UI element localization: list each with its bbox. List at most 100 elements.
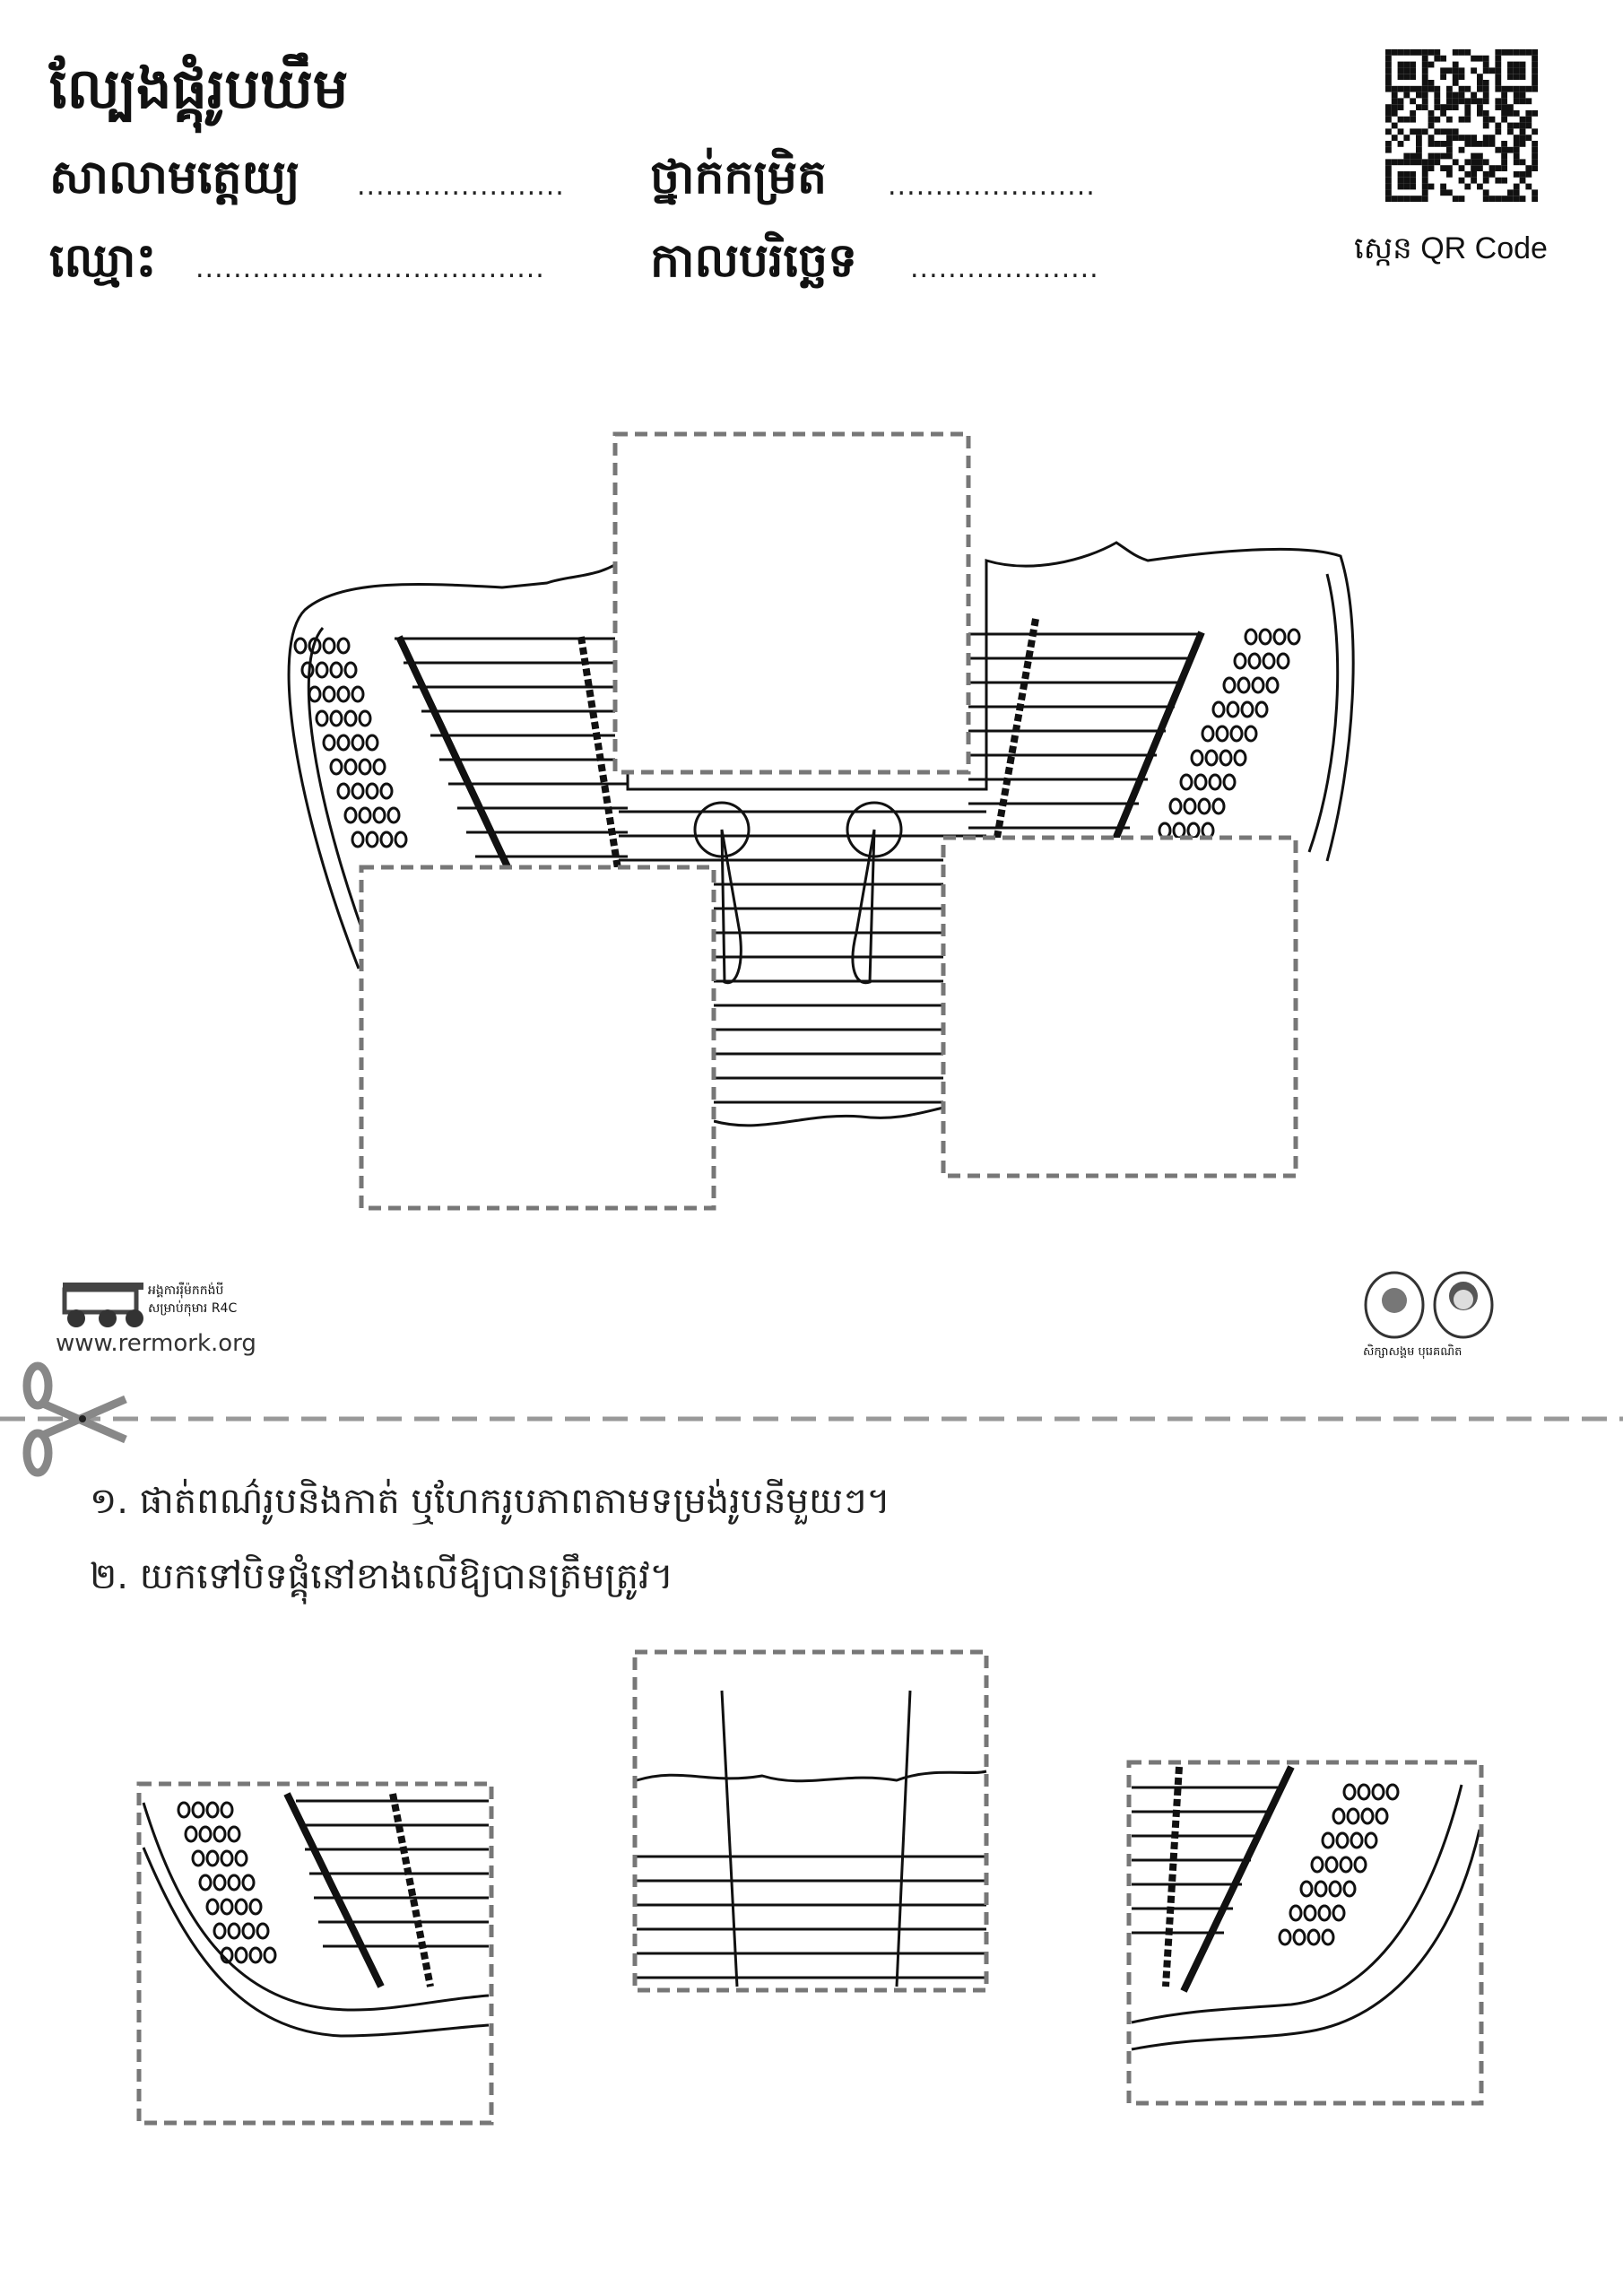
qr-module	[1471, 135, 1477, 141]
tuning-peg	[379, 782, 394, 800]
qr-module	[1477, 98, 1483, 105]
qr-module	[1410, 159, 1416, 166]
tuning-peg	[351, 685, 365, 703]
class-level-blank[interactable]: ......................	[888, 170, 1096, 202]
khim-inner-edge-right	[1307, 573, 1340, 853]
qr-module	[1532, 67, 1538, 74]
qr-module	[1397, 141, 1404, 147]
website-link[interactable]: www.rermork.org	[56, 1330, 256, 1357]
qr-module	[1507, 85, 1514, 92]
qr-module	[1464, 85, 1471, 92]
bridge-foot-right	[851, 829, 876, 985]
qr-caption: ស្កេន QR Code	[1354, 231, 1548, 265]
subject-character-icons	[1364, 1271, 1494, 1339]
qr-module	[1446, 141, 1453, 147]
qr-module	[1385, 159, 1392, 166]
qr-module	[1385, 85, 1392, 92]
name-label: ឈ្មោះ	[49, 234, 157, 288]
tuning-peg	[205, 1801, 220, 1819]
name-blank[interactable]: .....................................	[195, 253, 545, 284]
qr-module	[1495, 165, 1502, 171]
qr-module	[1391, 49, 1398, 56]
qr-module	[1495, 67, 1502, 74]
qr-module	[1428, 116, 1435, 123]
khim-body-outline	[287, 541, 1355, 970]
tuning-peg	[358, 806, 372, 824]
qr-module	[1452, 104, 1459, 110]
qr-module	[1452, 159, 1459, 166]
qr-module	[1501, 177, 1507, 184]
cutout-box-right	[1126, 1760, 1484, 2106]
tuning-peg	[343, 758, 358, 776]
qr-module	[1513, 196, 1520, 202]
qr-module	[1410, 177, 1416, 184]
qr-module	[1532, 159, 1538, 166]
qr-module	[1501, 165, 1507, 171]
qr-module	[1421, 128, 1428, 135]
qr-module	[1477, 159, 1483, 166]
qr-module	[1519, 128, 1526, 135]
qr-module	[1385, 177, 1392, 184]
qr-module	[1403, 74, 1410, 80]
qr-module	[1519, 85, 1526, 92]
tuning-peg	[1240, 700, 1254, 718]
qr-module	[1391, 85, 1398, 92]
tuning-peg	[386, 806, 401, 824]
tuning-peg	[1179, 773, 1193, 791]
qr-module	[1440, 128, 1446, 135]
qr-module	[1452, 98, 1459, 105]
qr-module	[1501, 98, 1507, 105]
qr-module	[1421, 98, 1428, 105]
qr-module	[1434, 85, 1441, 92]
qr-module	[1458, 67, 1465, 74]
qr-module	[1477, 74, 1483, 80]
qr-module	[1495, 74, 1502, 80]
tuning-peg	[234, 1898, 248, 1916]
date-blank[interactable]: ....................	[910, 253, 1099, 284]
qr-module	[1410, 85, 1416, 92]
qr-module	[1452, 49, 1459, 56]
tuning-peg	[379, 831, 394, 848]
school-blank[interactable]: ......................	[357, 170, 565, 202]
qr-module	[1403, 177, 1410, 184]
tuning-peg	[1364, 1831, 1378, 1849]
qr-module	[1532, 110, 1538, 117]
qr-module	[1434, 128, 1441, 135]
tuning-peg	[198, 1825, 213, 1843]
qr-module	[1532, 85, 1538, 92]
qr-code-icon[interactable]	[1385, 49, 1538, 202]
tuning-peg	[351, 831, 365, 848]
qr-module	[1507, 128, 1514, 135]
qr-module	[1482, 61, 1489, 68]
qr-module	[1513, 91, 1520, 99]
qr-module	[1446, 98, 1453, 105]
qr-module	[1488, 165, 1496, 171]
qr-module	[1507, 104, 1514, 110]
qr-module	[1391, 104, 1398, 110]
qr-module	[1391, 159, 1398, 166]
qr-module	[1385, 165, 1392, 171]
qr-module	[1507, 146, 1514, 153]
qr-module	[1482, 122, 1489, 129]
qr-module	[1385, 196, 1392, 202]
qr-module	[1513, 74, 1520, 80]
qr-module	[1477, 85, 1483, 92]
qr-module	[1434, 141, 1441, 147]
qr-module	[1513, 67, 1520, 74]
tuning-peg	[1321, 1928, 1335, 1946]
qr-module	[1532, 152, 1538, 160]
qr-module	[1477, 80, 1483, 86]
qr-module	[1519, 135, 1526, 141]
qr-module	[1397, 116, 1404, 123]
qr-module	[1471, 67, 1477, 74]
qr-module	[1434, 152, 1441, 160]
qr-module	[1495, 122, 1502, 129]
qr-module	[1403, 91, 1410, 99]
qr-module	[1391, 196, 1398, 202]
tuning-peg	[1360, 1807, 1375, 1825]
qr-module	[1416, 104, 1422, 110]
tuning-peg	[1339, 1856, 1353, 1874]
qr-module	[1519, 74, 1526, 80]
qr-module	[1434, 104, 1441, 110]
qr-module	[1525, 171, 1532, 178]
